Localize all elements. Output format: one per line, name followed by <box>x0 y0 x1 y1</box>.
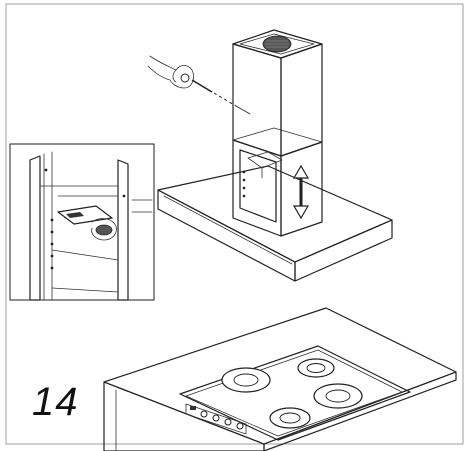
double-arrow-icon <box>292 164 310 220</box>
hand-with-screwdriver-icon <box>147 55 251 115</box>
hood-chimney <box>232 29 323 157</box>
kitchen-counter <box>103 307 457 451</box>
detail-inset <box>9 143 155 301</box>
figure-frame <box>5 3 464 445</box>
cooktop <box>179 345 411 441</box>
hood-canopy <box>157 165 393 282</box>
step-number: 14 <box>32 380 79 424</box>
